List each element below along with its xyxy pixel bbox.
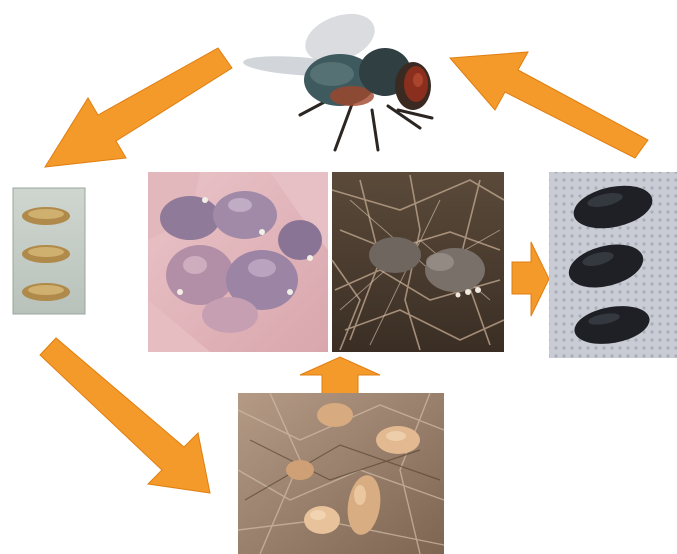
- nest-icon: [332, 172, 504, 352]
- fly-icon: [243, 5, 432, 150]
- arrow-puparia-to-fly: [450, 52, 648, 158]
- larva-icon: [238, 393, 444, 554]
- arrow-fly-to-eggs: [45, 48, 232, 167]
- nestling-icon: [148, 172, 328, 352]
- egg-icon: [13, 188, 85, 314]
- arrow-eggs-to-larvae: [40, 338, 210, 493]
- pupa-icon: [549, 172, 677, 358]
- arrow-nest-to-puparia: [512, 242, 549, 316]
- arrow-larvae-to-nestlings: [300, 357, 380, 397]
